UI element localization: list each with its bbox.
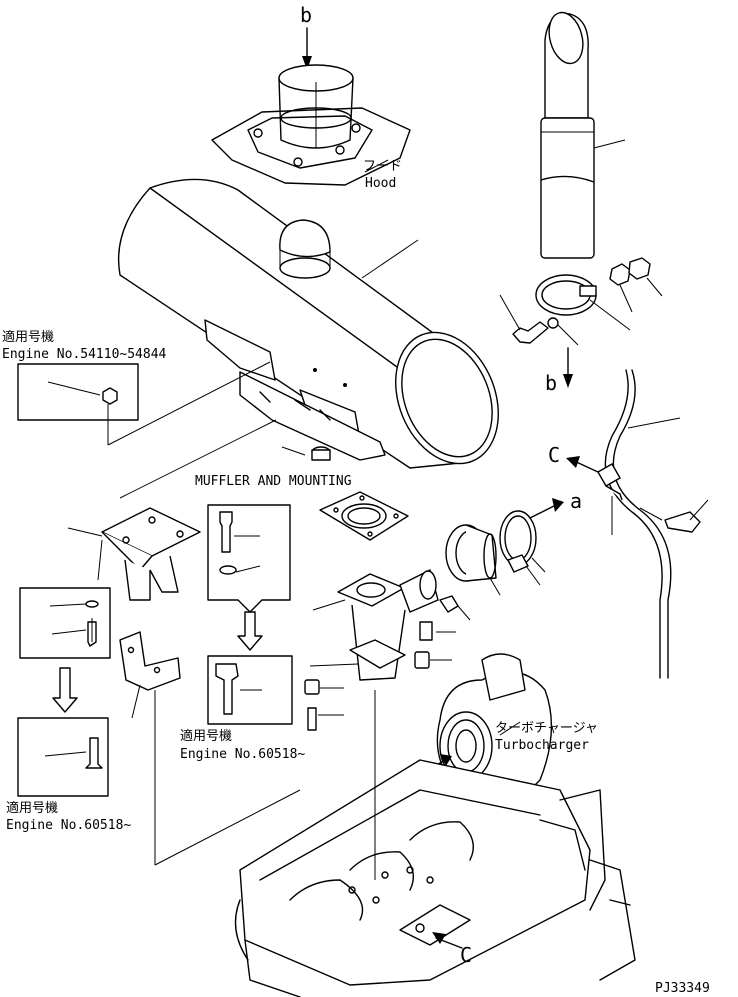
arrow-b-top: b xyxy=(300,3,312,70)
turbocharger-label-jp: ターボチャージャ xyxy=(495,721,598,736)
arrow-b-top-label: b xyxy=(300,3,312,27)
turbo-outlet-flange xyxy=(445,510,546,596)
hood-label-jp: フード xyxy=(363,159,402,174)
clamp-and-fasteners xyxy=(499,257,663,346)
engine-range-1: Engine No.54110~54844 xyxy=(2,347,167,362)
exhaust-pipe xyxy=(540,11,626,259)
support-bracket xyxy=(67,419,277,601)
engine-range-2: Engine No.60518~ xyxy=(180,747,305,762)
arrow-b-mid-label: b xyxy=(545,371,557,395)
exhaust-elbow xyxy=(312,569,471,681)
applicable-label-3: 適用号機 xyxy=(6,800,58,816)
muffler-bracket xyxy=(239,371,386,461)
applicable-label-1: 適用号機 xyxy=(2,329,54,345)
l-bracket xyxy=(119,631,301,866)
turbocharger-label-en: Turbocharger xyxy=(495,738,589,753)
elbow-fasteners xyxy=(304,621,456,731)
applicable-label-2: 適用号機 xyxy=(180,728,232,744)
callout-engine-60518-center: 適用号機 Engine No.60518~ xyxy=(180,655,305,762)
callout-bolt-box-left xyxy=(19,587,111,713)
hood-part xyxy=(211,64,411,186)
arrow-b-mid: b xyxy=(545,347,573,395)
arrow-c-bottom: C xyxy=(432,932,472,967)
arrow-c-right-label: C xyxy=(548,443,560,467)
arrow-c-bottom-label: C xyxy=(460,943,472,967)
callout-engine-54110: 適用号機 Engine No.54110~54844 xyxy=(2,329,271,446)
tube-and-clip xyxy=(597,369,709,679)
callout-bolt-box-center xyxy=(207,504,291,651)
muffler-and-mounting-title: MUFFLER AND MOUNTING xyxy=(195,474,352,489)
arrow-c-right: C xyxy=(548,443,599,473)
drawing-number: PJ33349 xyxy=(655,981,710,996)
callout-engine-60518-left: 適用号機 Engine No.60518~ xyxy=(6,717,131,833)
hood-label-en: Hood xyxy=(365,176,396,191)
arrow-a-right-label: a xyxy=(570,489,582,513)
exhaust-manifold xyxy=(234,690,636,997)
engine-range-3: Engine No.60518~ xyxy=(6,818,131,833)
muffler xyxy=(117,178,499,469)
gasket-plate xyxy=(319,491,409,541)
arrow-a-right: a xyxy=(529,489,582,519)
